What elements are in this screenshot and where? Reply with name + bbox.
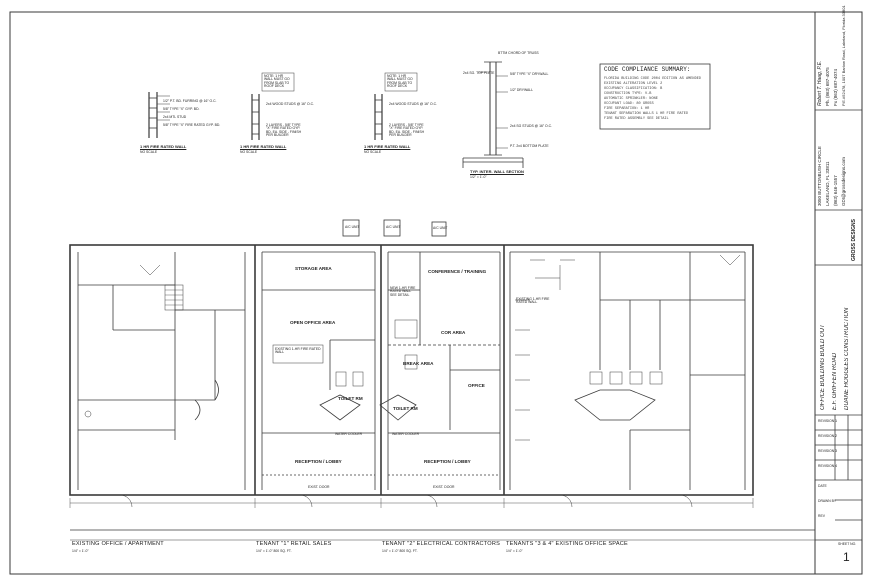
code-compliance-list: FLORIDA BUILDING CODE 2004 EDITION AS AM… xyxy=(604,77,708,122)
code-line: FIRE SEPARATION: 1 HR xyxy=(604,107,650,111)
section-note-2: 2x4 SG. TOP PLATE xyxy=(463,71,495,75)
room-reception-1: RECEPTION / LOBBY xyxy=(295,459,342,464)
footer-existing-office: EXISTING OFFICE / APARTMENT xyxy=(72,541,164,547)
section-scale: 1/2" = 1'-0" xyxy=(470,175,487,179)
drawn-label: DRAWN BY xyxy=(818,499,837,503)
code-line: AUTOMATIC SPRINKLER: NONE xyxy=(604,97,658,101)
engineer-name: Robert T. Haag, P.E. xyxy=(817,60,823,106)
project-title: OFFICE BUILDING BUILD OUT xyxy=(820,324,826,410)
detail1-note-1: 1/2" P.T. BD. FURRING @ 16" O.C. xyxy=(163,99,217,103)
project-address: E.F. GRIFFEN ROAD xyxy=(832,352,838,410)
engineer-address: P.E.#52478, 1007 Barlow Road, Lakeland, … xyxy=(841,5,846,106)
detail1-note-2: 5/8" TYPE "X" GYP. BD. xyxy=(163,107,200,111)
detail2-title: 1 HR FIRE RATED WALL xyxy=(240,144,287,149)
new-wall-note: NEW 1-HR FIRE RATED WALL SEE DETAIL xyxy=(390,286,416,297)
detail2-note-1: 2x4 WOOD STUDS @ 16" O.C. xyxy=(266,102,314,106)
room-reception-2: RECEPTION / LOBBY xyxy=(424,459,471,464)
detail2-note-2: 2 LAYERS - 5/8" TYPE "X" FIRE RATED GYP.… xyxy=(266,123,302,138)
code-line: OCCUPANT LOAD: 80 GROSS xyxy=(604,102,654,106)
designer-address1: 3050 BUTTONBUSH CIRCLE xyxy=(817,146,822,206)
code-line: CONSTRUCTION TYPE: V-B xyxy=(604,92,652,96)
footer-tenant2-scale: 1/4" = 1'-0" 800 SQ. FT. xyxy=(382,549,418,553)
sheet-label: SHEET NO. xyxy=(838,542,857,546)
code-line: FIRE RATED ASSEMBLY SEE DETAIL xyxy=(604,117,669,121)
exist-door-1: EXIST. DOOR xyxy=(308,485,330,489)
footer-tenant2: TENANT "2" ELECTRICAL CONTRACTORS xyxy=(382,541,501,547)
room-break: BREAK AREA xyxy=(403,361,434,366)
section-note-1: BTTM CHORD OF TRUSS xyxy=(498,51,539,55)
designer-address2: LAKELAND, FL 33811 xyxy=(825,161,830,206)
detail3-title: 1 HR FIRE RATED WALL xyxy=(364,144,411,149)
section-note-5: 2x4 SG STUDS @ 16" O.C. xyxy=(510,124,552,128)
engineer-fax: Fx (863) 687-4074 xyxy=(833,68,838,106)
date-label: DATE xyxy=(818,484,827,488)
rev-label: REV xyxy=(818,514,825,518)
footer-existing-office-scale: 1/4" = 1'-0" xyxy=(72,549,89,553)
detail3-note-2: 2 LAYERS - 5/8" TYPE "X" FIRE RATED GYP.… xyxy=(389,123,425,138)
detail3-note-head: NOTE: 1 HR WALL MUST GO FROM SLAB TO ROO… xyxy=(387,74,413,89)
designer-logo: GROSS DESIGNS xyxy=(851,219,857,261)
room-conference: CONFERENCE / TRAINING xyxy=(428,269,487,274)
water-cooler-1: WATER COOLER xyxy=(335,432,363,436)
existing-wall-note-1: EXISTING 1-HR FIRE RATED WALL xyxy=(275,347,321,355)
code-line: EXISTING ALTERATION LEVEL 2 xyxy=(604,82,663,86)
designer-phone: (863) 646-1557 xyxy=(833,175,838,206)
ac-unit-2: A/C UNIT xyxy=(386,225,401,229)
ac-unit-3: A/C UNIT xyxy=(433,226,448,230)
room-open-office: OPEN OFFICE AREA xyxy=(290,320,336,325)
footer-tenant34-scale: 1/4" = 1'-0" xyxy=(506,549,523,553)
footer-tenant1: TENANT "1" RETAIL SALES xyxy=(256,541,332,547)
ac-unit-1: A/C UNIT xyxy=(345,225,360,229)
detail3-scale: NO SCALE xyxy=(364,150,382,154)
detail1-title: 1 HR FIRE RATED WALL xyxy=(140,144,187,149)
water-cooler-2: WATER COOLER xyxy=(392,432,420,436)
section-title: TYP. INTER. WALL SECTION xyxy=(470,169,524,174)
room-toilet-1: TOILET RM xyxy=(338,396,363,401)
section-note-4: 1/2" DRYWALL xyxy=(510,88,534,92)
room-office: OFFICE xyxy=(468,383,485,388)
revision-4: REVISION 4 xyxy=(818,464,838,468)
detail2-scale: NO SCALE xyxy=(240,150,258,154)
section-note-3: 5/8" TYPE "X" DRYWALL xyxy=(510,72,549,76)
footer-tenant1-scale: 1/4" = 1'-0" 800 SQ. FT. xyxy=(256,549,292,553)
revision-2: REVISION 2 xyxy=(818,434,838,438)
code-line: TENANT SEPARATION WALLS 1 HR FIRE RATED xyxy=(604,112,689,116)
exist-door-2: EXIST. DOOR xyxy=(433,485,455,489)
detail2-note-head: NOTE: 1 HR WALL MUST GO FROM SLAB TO ROO… xyxy=(264,74,290,89)
detail1-note-4: 5/8" TYPE "X" FIRE RATED GYP. BD. xyxy=(163,123,221,127)
engineer-phone: Ph. (863) 687-4075 xyxy=(825,67,830,106)
room-cor: COR AREA xyxy=(441,330,466,335)
detail3-note-1: 2x4 WOOD STUDS @ 16" O.C. xyxy=(389,102,437,106)
sheet-number: 1 xyxy=(843,550,850,564)
footer-tenant34: TENANTS "3 & 4" EXISTING OFFICE SPACE xyxy=(506,541,628,547)
revision-1: REVISION 1 xyxy=(818,419,838,423)
existing-wall-note-2: EXISTING 1-HR FIRE RATED WALL xyxy=(516,297,550,305)
revision-3: REVISION 3 xyxy=(818,449,838,453)
code-line: OCCUPANCY CLASSIFICATION: B xyxy=(604,87,663,91)
code-line: FLORIDA BUILDING CODE 2004 EDITION AS AM… xyxy=(604,77,702,81)
project-contractor: DUANE HOGGLES CONSTRUCTION xyxy=(844,307,850,410)
designer-email: GDI@grossdesigns.com xyxy=(841,157,846,206)
room-toilet-2: TOILET RM xyxy=(393,406,418,411)
code-compliance-title: CODE COMPLIANCE SUMMARY: xyxy=(604,66,691,73)
room-storage: STORAGE AREA xyxy=(295,266,332,271)
detail1-note-3: 2x4 MTL STUD xyxy=(163,115,187,119)
detail1-scale: NO SCALE xyxy=(140,150,158,154)
section-note-6: P.T. 2x4 BOTTOM PLATE xyxy=(510,144,549,148)
